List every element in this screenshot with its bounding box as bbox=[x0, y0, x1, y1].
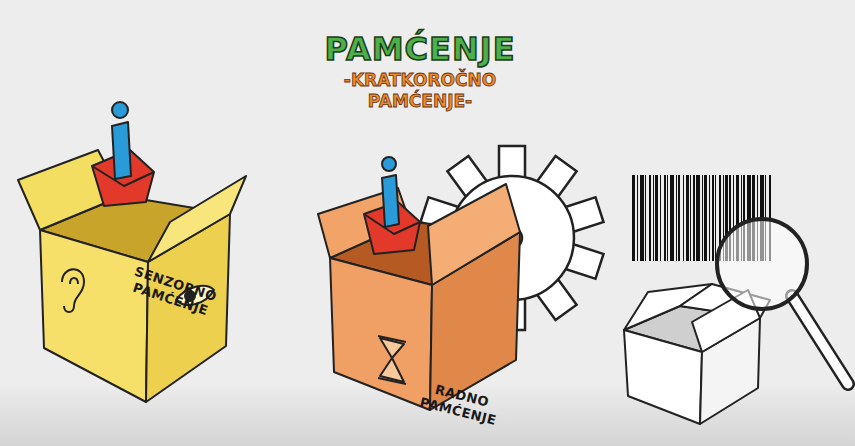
box-part bbox=[382, 175, 399, 227]
box-part bbox=[428, 184, 520, 285]
box-part bbox=[112, 122, 131, 179]
box-part bbox=[62, 269, 84, 312]
info-dot bbox=[382, 157, 396, 171]
diagram-title: PAMĆENJE bbox=[320, 30, 520, 68]
box-part bbox=[70, 278, 78, 284]
box-part bbox=[330, 258, 432, 410]
box-part bbox=[40, 230, 148, 402]
box-part bbox=[148, 176, 246, 262]
subtitle-label: -KRATKOROČNO PAMĆENJE- bbox=[340, 70, 500, 112]
magnifier-icon bbox=[717, 219, 848, 384]
box-part bbox=[380, 338, 404, 382]
memory-box: RADNO PAMĆENJE bbox=[320, 150, 535, 446]
info-dot bbox=[112, 102, 128, 118]
box-part bbox=[378, 336, 406, 384]
memory-box: SENZORNO PAMĆENJE bbox=[10, 100, 260, 430]
